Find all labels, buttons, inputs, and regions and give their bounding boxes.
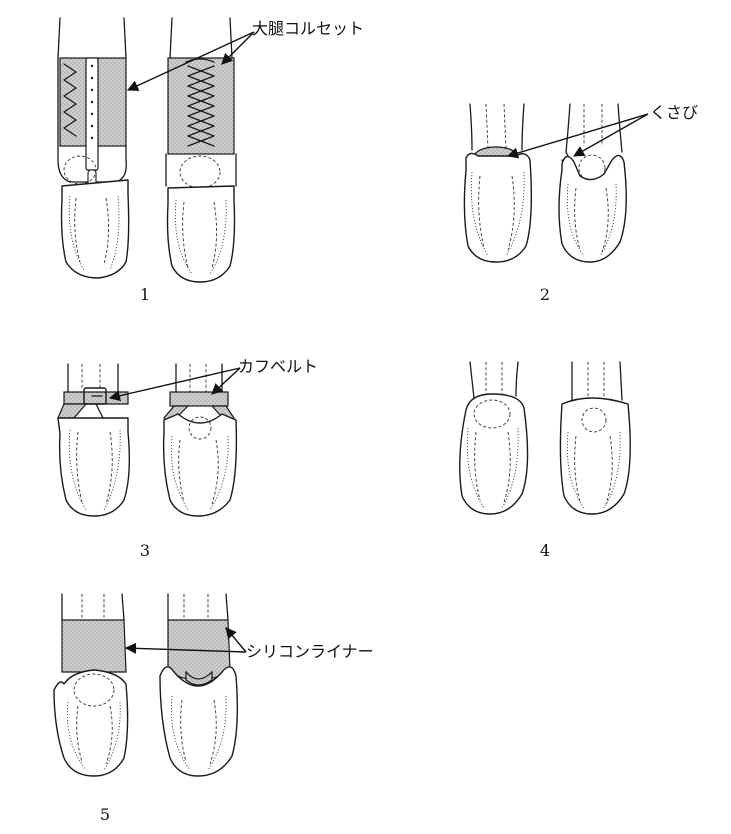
figure-2-right-leg	[558, 103, 627, 263]
figure-1-right-leg	[165, 17, 237, 283]
thigh-corset-right	[167, 57, 235, 155]
figure-1-left-leg	[57, 17, 130, 279]
cuff-belt-left	[63, 391, 129, 405]
figure-4-right-leg	[559, 361, 631, 515]
figure-number-4: 4	[540, 541, 550, 560]
figure-number-1: 1	[140, 285, 150, 304]
figure-2: くさび 2	[463, 103, 698, 304]
figure-5-left-leg	[53, 593, 129, 777]
label-thigh-corset: 大腿コルセット	[252, 19, 364, 38]
cuff-belt-right	[169, 391, 229, 407]
figure-number-2: 2	[540, 285, 550, 304]
figure-5: シリコンライナー 5	[53, 593, 374, 824]
figure-1: 大腿コルセット 1	[57, 17, 364, 304]
figure-5-right-leg	[159, 593, 239, 777]
label-cuff-belt: カフベルト	[238, 357, 318, 376]
label-wedge: くさび	[650, 103, 698, 122]
figure-number-5: 5	[100, 805, 110, 824]
figure-2-left-leg	[463, 103, 533, 263]
figure-3-right-leg	[162, 363, 238, 517]
silicone-liner-left	[61, 619, 127, 673]
figure-4: 4	[459, 361, 631, 560]
figure-3: カフベルト 3	[57, 357, 318, 560]
figure-number-3: 3	[140, 541, 150, 560]
figure-3-left-leg	[57, 363, 131, 517]
label-silicone-liner: シリコンライナー	[246, 642, 374, 661]
figure-4-left-leg	[459, 361, 529, 515]
